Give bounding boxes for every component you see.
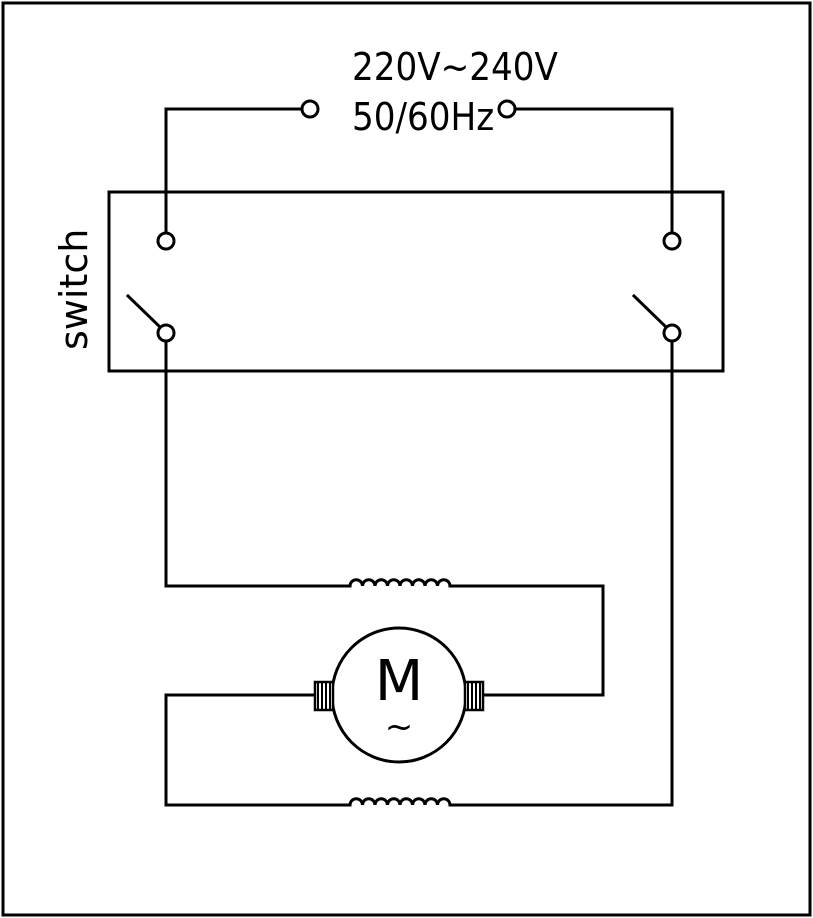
motor-brush-left	[313, 680, 335, 712]
supply-voltage-label: 220V~240V	[352, 45, 559, 89]
field-coil-top	[348, 578, 452, 587]
switch-contact-right-top	[662, 231, 682, 251]
switch-contact-left-top	[156, 231, 176, 251]
switch-contact-right-bottom	[662, 323, 682, 343]
wire-left-to-top-coil	[164, 339, 352, 588]
wire-bottom-coil-to-motor	[164, 693, 352, 807]
supply-terminal-right	[497, 99, 517, 119]
switch-blade-right	[631, 293, 669, 330]
switch-label: switch	[52, 229, 96, 350]
supply-frequency-label: 50/60Hz	[352, 95, 494, 139]
switch-contact-left-bottom	[156, 323, 176, 343]
motor-brush-right	[463, 680, 485, 712]
switch-box	[107, 190, 725, 373]
supply-terminal-left	[300, 99, 320, 119]
supply-wire-left	[164, 107, 302, 234]
motor-ac-symbol: ~	[385, 707, 414, 747]
motor-label: M	[375, 649, 423, 714]
field-coil-bottom	[348, 797, 452, 806]
supply-wire-right	[515, 107, 674, 234]
wire-right-to-bottom-coil	[448, 339, 674, 807]
wire-top-coil-to-motor	[448, 584, 605, 697]
switch-blade-left	[125, 293, 163, 330]
